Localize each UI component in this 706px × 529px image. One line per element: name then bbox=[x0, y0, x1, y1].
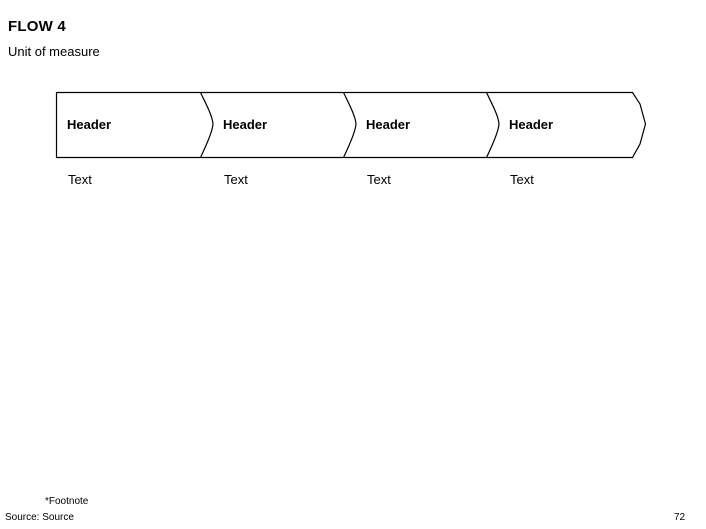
flow-separator-1 bbox=[199, 92, 214, 158]
flow-segment-header-1: Header bbox=[67, 117, 112, 132]
flow-segment-text-4: Text bbox=[510, 172, 534, 187]
flow-separator-2 bbox=[342, 92, 357, 158]
flow-diagram bbox=[40, 80, 666, 170]
flow-separator-3 bbox=[485, 92, 500, 158]
flow-segment-text-1: Text bbox=[68, 172, 92, 187]
page-subtitle: Unit of measure bbox=[8, 44, 100, 59]
page-title: FLOW 4 bbox=[8, 18, 66, 35]
flow-arrow-outline bbox=[55, 91, 647, 159]
flow-segment-text-3: Text bbox=[367, 172, 391, 187]
flow-segment-header-3: Header bbox=[366, 117, 411, 132]
flow-segment-header-2: Header bbox=[223, 117, 268, 132]
flow-segment-text-2: Text bbox=[224, 172, 248, 187]
source-line: Source: Source bbox=[5, 512, 74, 523]
page-number: 72 bbox=[674, 512, 686, 523]
footnote: *Footnote bbox=[45, 496, 89, 507]
flow-arrow-shape bbox=[55, 91, 647, 159]
flow-segment-header-4: Header bbox=[509, 117, 554, 132]
